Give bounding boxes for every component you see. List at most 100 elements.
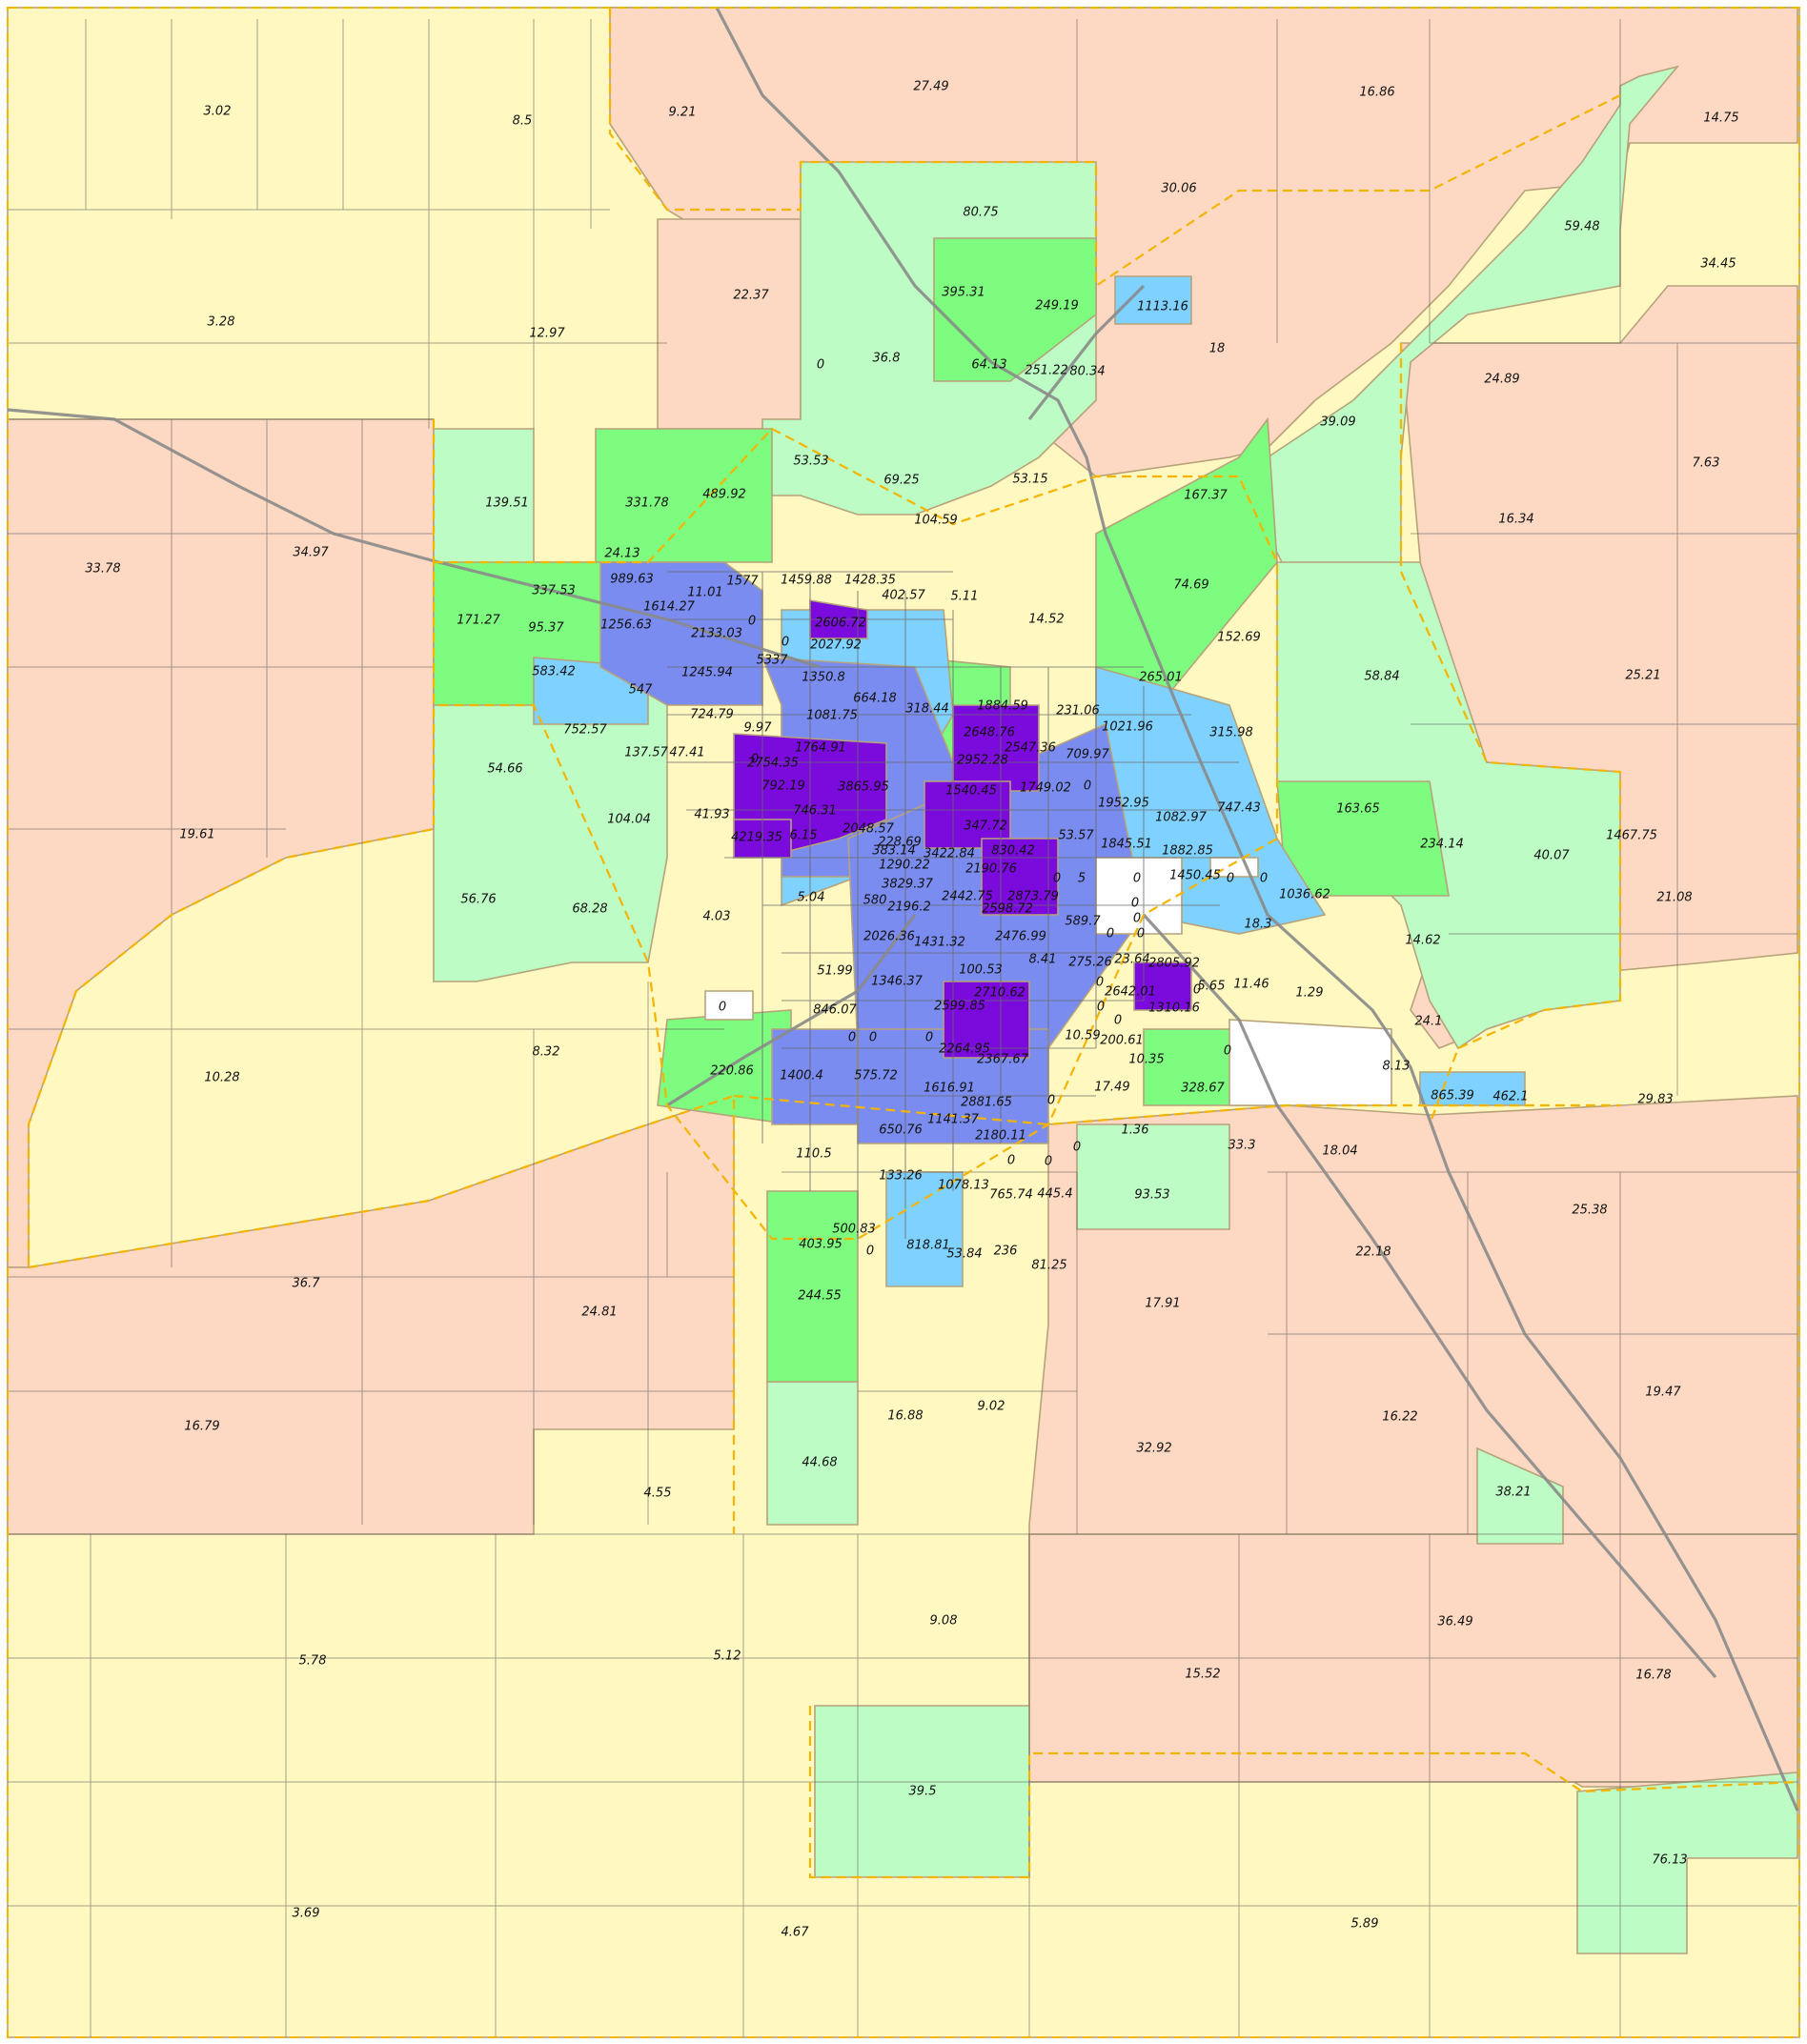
- value-label: 11.46: [1233, 978, 1269, 992]
- value-label: 747.43: [1217, 801, 1261, 816]
- value-label: 0: [1073, 1141, 1081, 1155]
- value-label: 24.1: [1415, 1015, 1443, 1029]
- value-label: 3865.95: [838, 780, 889, 795]
- value-label: 2648.76: [964, 726, 1015, 740]
- value-label: 228.69: [878, 836, 922, 850]
- value-label: 14.75: [1703, 111, 1738, 126]
- value-label: 21.08: [1656, 891, 1692, 905]
- value-label: 383.14: [872, 844, 916, 859]
- value-label: 8.5: [513, 114, 533, 129]
- value-label: 16.86: [1359, 86, 1394, 100]
- value-label: 0: [1097, 1001, 1105, 1015]
- value-label: 18.04: [1322, 1144, 1357, 1159]
- value-label: 64.13: [971, 358, 1006, 373]
- value-label: 2190.76: [965, 862, 1017, 877]
- value-label: 1400.4: [780, 1069, 823, 1083]
- value-label: 30.06: [1161, 182, 1196, 196]
- value-label: 0: [751, 753, 759, 767]
- value-label: 10.28: [204, 1071, 239, 1085]
- value-label: 236: [994, 1245, 1018, 1259]
- value-label: 1764.91: [795, 741, 846, 756]
- value-label: 249.19: [1035, 299, 1079, 314]
- value-label: 23.64: [1114, 953, 1149, 967]
- value-label: 81.25: [1031, 1259, 1066, 1273]
- value-label: 1952.95: [1098, 797, 1149, 811]
- value-label: 580: [863, 894, 887, 908]
- value-label: 110.5: [796, 1147, 831, 1162]
- value-label: 10.35: [1128, 1053, 1164, 1067]
- city-streets: [667, 571, 1239, 1239]
- value-label: 69.25: [883, 474, 919, 488]
- value-label: 2881.65: [961, 1096, 1012, 1110]
- value-label: 2873.79: [1007, 890, 1059, 904]
- value-label: 347.72: [964, 820, 1007, 834]
- value-label: 2196.2: [887, 901, 931, 915]
- value-label: 489.92: [702, 488, 746, 502]
- value-label: 445.4: [1037, 1187, 1072, 1202]
- value-label: 95.37: [528, 621, 564, 636]
- value-label: 1350.8: [802, 671, 845, 685]
- value-label: 2442.75: [942, 890, 993, 904]
- value-label: 19.47: [1645, 1386, 1681, 1400]
- value-label: 1.29: [1296, 986, 1324, 1001]
- value-label: 36.49: [1437, 1615, 1472, 1629]
- value-label: 133.26: [879, 1169, 923, 1184]
- boundary-north: [608, 8, 1621, 289]
- value-label: 53.57: [1058, 829, 1094, 843]
- value-label: 1845.51: [1101, 838, 1152, 852]
- value-label: 100.53: [959, 963, 1003, 978]
- value-label: 220.86: [710, 1064, 754, 1079]
- value-label: 265.01: [1139, 671, 1183, 685]
- value-label: 2599.85: [934, 1000, 985, 1014]
- value-label: 33.78: [85, 562, 120, 577]
- value-label: 76.13: [1652, 1853, 1687, 1868]
- value-label: 27.49: [913, 80, 948, 94]
- value-label: 583.42: [532, 665, 576, 679]
- value-label: 29.83: [1637, 1093, 1673, 1107]
- value-label: 0: [848, 1031, 856, 1045]
- value-label: 4.67: [782, 1926, 810, 1940]
- value-label: 2754.35: [747, 757, 799, 771]
- value-label: 5.89: [1351, 1917, 1379, 1932]
- road-grid-layer: [7, 7, 1799, 2037]
- value-label: 4219.35: [731, 831, 782, 845]
- value-label: 0: [1114, 1014, 1122, 1028]
- value-label: 331.78: [625, 496, 669, 511]
- value-label: 56.76: [460, 893, 496, 907]
- value-label: 792.19: [761, 779, 805, 794]
- value-label: 275.26: [1068, 956, 1112, 970]
- value-label: 0: [748, 615, 756, 629]
- value-label: 137.57: [624, 746, 668, 760]
- value-label: 589.7: [1065, 915, 1101, 929]
- value-label: 12.97: [529, 327, 565, 341]
- value-label: 746.31: [793, 804, 837, 819]
- value-label: 0: [1047, 1094, 1055, 1108]
- region-sc-lightgreen: [1076, 1123, 1230, 1230]
- value-label: 10.59: [1065, 1029, 1100, 1043]
- region-nw-salmon: [657, 218, 802, 430]
- value-label: 251.22: [1025, 364, 1068, 378]
- value-label: 1428.35: [844, 574, 896, 588]
- value-label: 2476.99: [995, 930, 1046, 944]
- value-label: 724.79: [690, 708, 734, 722]
- value-label: 1467.75: [1606, 829, 1657, 843]
- value-label: 402.57: [882, 589, 925, 603]
- value-label: 328.67: [1181, 1082, 1225, 1096]
- value-label: 0: [1260, 872, 1268, 886]
- value-label: 24.89: [1484, 373, 1519, 387]
- value-label: 0: [1133, 872, 1141, 886]
- value-label: 4.55: [644, 1487, 672, 1501]
- value-label: 1540.45: [945, 784, 997, 799]
- region-green-7: [766, 1190, 859, 1383]
- value-label: 0: [869, 1031, 877, 1045]
- value-label: 547: [629, 683, 654, 698]
- value-label: 989.63: [610, 573, 654, 587]
- value-label: 2606.72: [815, 617, 866, 631]
- value-label: 2133.03: [691, 627, 742, 641]
- value-label: 664.18: [853, 692, 897, 706]
- map-frame: [7, 7, 1800, 2038]
- value-label: 765.74: [989, 1188, 1033, 1203]
- value-label: 500.83: [832, 1223, 876, 1237]
